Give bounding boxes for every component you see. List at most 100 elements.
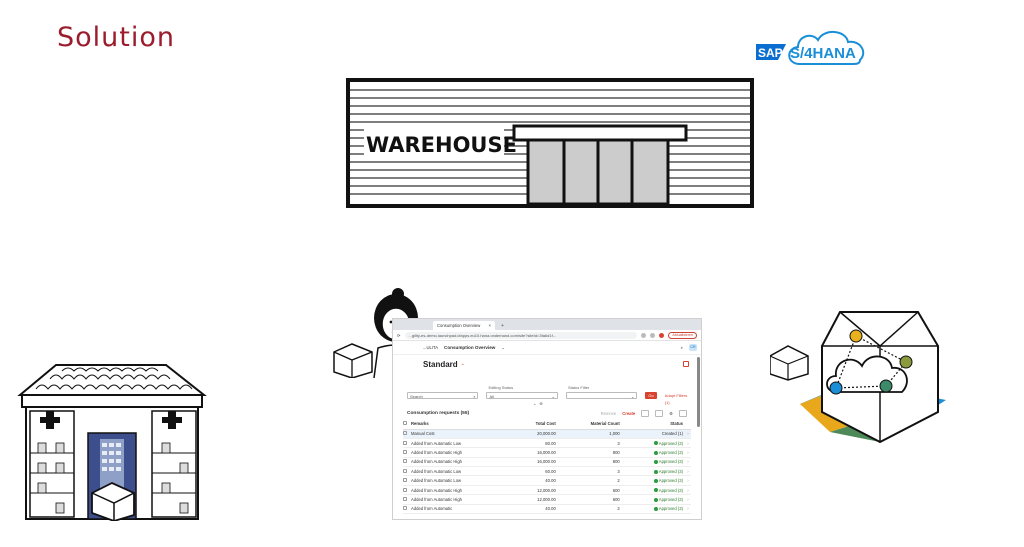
avatar[interactable]: CR xyxy=(689,344,697,351)
chevron-right-icon[interactable]: › xyxy=(685,494,691,505)
settings-icon[interactable]: ⚙ xyxy=(669,411,673,416)
company-name: ...ULITA xyxy=(423,345,439,350)
chevron-right-icon[interactable]: › xyxy=(685,429,691,439)
cell-material-count: 2 xyxy=(558,504,623,515)
consumption-table: Remarks Total Cost Material Count Status… xyxy=(403,419,691,515)
chevron-right-icon[interactable]: › xyxy=(685,447,691,458)
remove-button[interactable]: Remove xyxy=(600,411,617,416)
update-button[interactable]: Aktualisieren xyxy=(668,331,697,339)
extension-icon[interactable] xyxy=(641,332,647,338)
cell-total-cost: 12,000.00 xyxy=(512,485,559,496)
check-circle-icon xyxy=(653,479,658,484)
status-text: Approved (3) xyxy=(658,459,683,465)
column-header-total-cost[interactable]: Total Cost xyxy=(512,419,559,430)
chevron-right-icon[interactable]: › xyxy=(685,485,691,496)
table-title: Consumption requests (55) xyxy=(407,411,470,416)
row-checkbox[interactable] xyxy=(403,429,411,439)
status-text: Approved (3) xyxy=(658,478,683,484)
group-icon[interactable] xyxy=(655,410,664,417)
status-text: Approved (3) xyxy=(658,440,683,446)
table-header-row: Remarks Total Cost Material Count Status xyxy=(403,419,691,430)
chevron-right-icon[interactable]: › xyxy=(685,504,691,515)
chevron-right-icon[interactable]: › xyxy=(685,466,691,477)
scrollbar[interactable] xyxy=(697,357,700,427)
cell-total-cost: 80.00 xyxy=(512,438,559,449)
filter-row-two: ⌄ ⊕ xyxy=(393,399,701,408)
cell-material-count: 600 xyxy=(558,494,623,505)
cell-material-count: 2 xyxy=(558,475,623,486)
chevron-down-icon[interactable]: ⌄ xyxy=(460,361,465,367)
sap-s4hana-logo: SAP S/4HANA xyxy=(756,31,865,65)
row-checkbox[interactable] xyxy=(403,438,411,449)
variant-name[interactable]: Standard xyxy=(423,359,458,369)
go-button[interactable]: Go xyxy=(645,392,657,399)
slide-title: Solution xyxy=(57,22,175,53)
row-checkbox[interactable] xyxy=(403,447,411,458)
sap-text: SAP xyxy=(758,46,783,60)
column-header-status[interactable]: Status xyxy=(622,419,685,430)
row-checkbox[interactable] xyxy=(403,485,411,496)
cell-remarks: Added from Automatic Low xyxy=(411,438,513,449)
cell-status: Approved (3) xyxy=(622,447,685,458)
value-help-icon[interactable]: ⊕ xyxy=(539,401,543,406)
check-circle-icon xyxy=(653,450,658,455)
variant-header: Standard ⌄ xyxy=(393,355,701,373)
row-checkbox[interactable] xyxy=(403,504,411,515)
browser-tab[interactable]: Consumption Overview × xyxy=(433,321,495,330)
check-circle-icon xyxy=(653,507,658,512)
status-text: Approved (3) xyxy=(658,449,683,455)
share-icon[interactable] xyxy=(683,361,689,367)
export-icon[interactable] xyxy=(679,410,687,417)
editing-status-select[interactable]: All⌄ xyxy=(486,392,558,399)
row-checkbox[interactable] xyxy=(403,494,411,505)
app-title-menu[interactable]: Consumption Overview xyxy=(444,345,496,350)
row-checkbox[interactable] xyxy=(403,475,411,486)
column-header-material-count[interactable]: Material Count xyxy=(558,419,623,430)
check-circle-icon xyxy=(653,460,658,465)
warehouse-illustration: WAREHOUSE xyxy=(346,78,754,208)
chevron-right-icon[interactable]: › xyxy=(685,475,691,486)
status-filter-select[interactable]: ⌄ xyxy=(565,392,638,399)
status-text: Approved (3) xyxy=(658,506,683,512)
s4hana-text: S/4HANA xyxy=(790,45,856,62)
new-tab-icon[interactable]: + xyxy=(501,323,504,329)
warehouse-sign: WAREHOUSE xyxy=(366,133,517,157)
select-all-checkbox[interactable] xyxy=(403,419,411,430)
create-button[interactable]: Create xyxy=(622,411,636,416)
status-text: Approved (3) xyxy=(658,487,683,493)
row-checkbox[interactable] xyxy=(403,466,411,477)
cell-remarks: Added from Automatic High xyxy=(411,485,513,496)
address-input[interactable]: ...gility-es-demo.launchpad.cfapps.eu10.… xyxy=(404,331,638,339)
chevron-right-icon[interactable]: › xyxy=(685,457,691,468)
sort-icon[interactable] xyxy=(641,410,650,417)
profile-icon[interactable] xyxy=(659,332,665,338)
star-icon[interactable] xyxy=(650,332,656,338)
close-icon[interactable]: × xyxy=(488,323,491,328)
search-input[interactable]: Search⌕ xyxy=(407,392,479,399)
chevron-right-icon[interactable]: › xyxy=(685,438,691,449)
cell-status: Approved (3) xyxy=(622,466,685,477)
table-toolbar: Consumption requests (55) Remove Create … xyxy=(393,408,701,419)
chevron-down-icon: ⌄ xyxy=(551,394,555,399)
column-header-remarks[interactable]: Remarks xyxy=(411,419,513,430)
status-text: Approved (3) xyxy=(658,496,683,502)
check-circle-icon xyxy=(653,497,658,502)
chevron-down-icon[interactable]: ⌄ xyxy=(501,345,505,350)
chevron-down-icon[interactable]: ⌄ xyxy=(533,401,537,406)
cell-total-cost: 20,000.00 xyxy=(512,429,559,439)
cell-total-cost: 12,000.00 xyxy=(512,494,559,505)
editing-status-label: Editing Status xyxy=(488,385,514,390)
reload-icon[interactable]: ⟳ xyxy=(397,332,401,338)
adapt-filters-button[interactable]: Adapt Filters (1) xyxy=(664,393,688,405)
row-checkbox[interactable] xyxy=(403,457,411,468)
search-icon[interactable]: ⌕ xyxy=(680,345,683,350)
